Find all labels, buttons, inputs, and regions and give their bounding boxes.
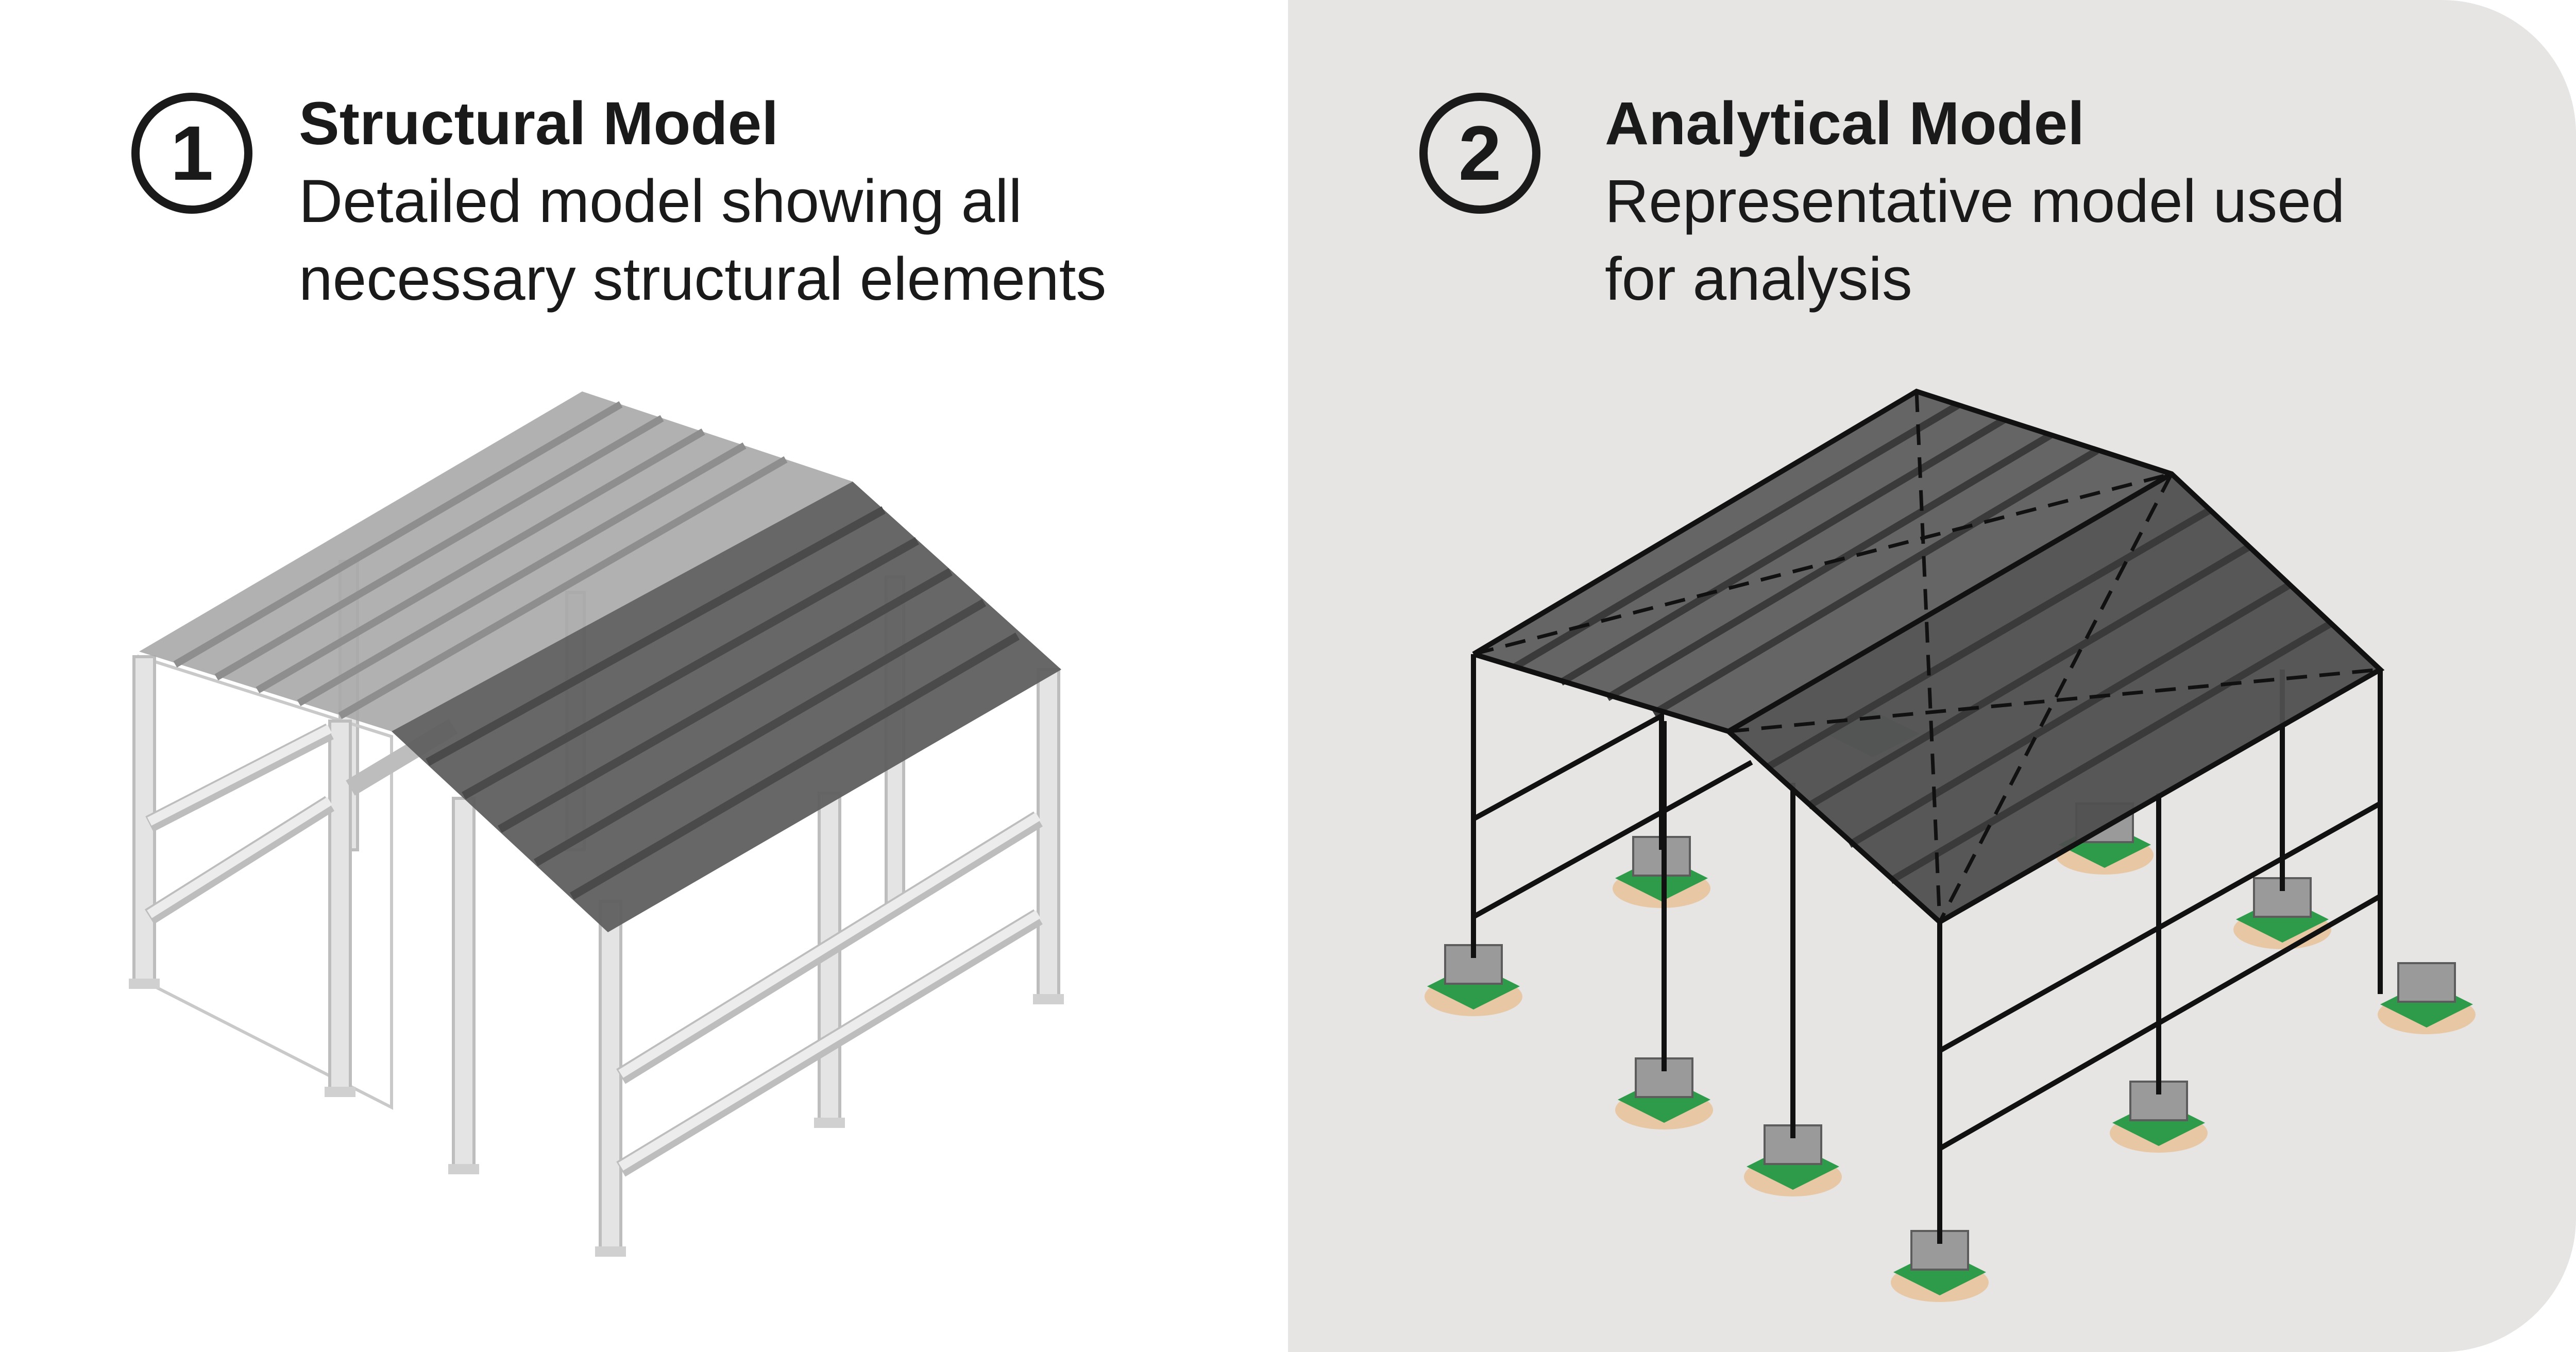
roof-slope-right — [392, 482, 1061, 932]
purlin — [214, 415, 664, 681]
footing — [2378, 962, 2476, 1034]
girt-highlight — [147, 724, 332, 826]
purlin — [1559, 416, 2006, 686]
analytical-model-heading: Analytical Model Representative model us… — [1605, 85, 2576, 318]
purlin — [1765, 506, 2212, 771]
description-line: Representative model used — [1605, 167, 2345, 236]
analytical-model-description: Representative model used for analysis — [1605, 163, 2576, 318]
column — [599, 900, 622, 1253]
purlin — [1848, 581, 2292, 848]
purlin — [1605, 432, 2053, 701]
column — [1037, 668, 1060, 1001]
roof-slope-left — [139, 391, 853, 731]
purlin — [498, 568, 953, 833]
purlin — [256, 428, 705, 694]
brace — [1473, 472, 2172, 656]
base-plate — [595, 1246, 626, 1257]
column — [328, 720, 352, 1093]
beam-line — [1472, 713, 1663, 822]
analytical-model-title: Analytical Model — [1605, 90, 2085, 158]
girt-highlight — [618, 812, 1041, 1078]
brace — [1914, 391, 1942, 922]
purlin — [462, 537, 919, 799]
bracing-lines — [1473, 391, 2381, 923]
structural-model-heading: Structural Model Detailed model showing … — [299, 85, 1381, 318]
girt-highlight — [618, 910, 1041, 1171]
purlin — [569, 632, 1020, 900]
structural-model-description: Detailed model showing all necessary str… — [299, 163, 1381, 318]
purlin — [426, 506, 886, 766]
ridge-line — [1727, 471, 2173, 734]
footing — [1615, 1057, 1713, 1129]
base-plate — [1033, 994, 1064, 1004]
footing — [1425, 944, 1522, 1016]
beam-line — [1472, 760, 1753, 919]
description-line: necessary structural elements — [299, 245, 1107, 314]
purlin — [297, 442, 747, 707]
structural-model-title: Structural Model — [299, 90, 778, 158]
footing — [2110, 1081, 2208, 1153]
girt-highlights — [147, 724, 1041, 1171]
roof-slope-left — [1473, 391, 2172, 731]
purlin — [1806, 543, 2251, 810]
base-plate — [448, 1164, 479, 1174]
purlin — [1652, 447, 2099, 717]
roof-slope-right — [1728, 474, 2380, 922]
base-plates — [129, 979, 1064, 1257]
description-line: Detailed model showing all — [299, 167, 1022, 236]
purlin — [1889, 620, 2333, 884]
purlin — [338, 456, 788, 720]
structural-model-illustration — [129, 391, 1064, 1257]
base-plate — [129, 979, 160, 989]
structural-model-panel: 1 Structural Model Detailed model showin… — [129, 90, 1106, 1257]
column — [452, 797, 476, 1171]
analytical-model-panel: 2 Analytical Model Representative model … — [1288, 0, 2576, 1352]
base-plate — [814, 1118, 845, 1128]
roof-purlins-left — [173, 401, 788, 720]
girt-highlight — [147, 797, 332, 918]
beam-line — [1938, 894, 2382, 1151]
description-line: for analysis — [1605, 245, 1912, 314]
analytical-model-illustration — [1425, 388, 2476, 1302]
roof-purlins-right — [426, 506, 1020, 900]
brace — [1938, 473, 2174, 923]
footing — [1891, 1230, 1989, 1302]
base-plate — [325, 1087, 355, 1097]
roof-purlins — [1513, 402, 2333, 884]
purlin — [173, 401, 623, 668]
beam-line — [1938, 801, 2382, 1053]
brace — [1728, 668, 2381, 733]
gable-frame-outline — [138, 654, 393, 1110]
purlin — [533, 599, 987, 866]
frame-members — [1471, 654, 2383, 1244]
